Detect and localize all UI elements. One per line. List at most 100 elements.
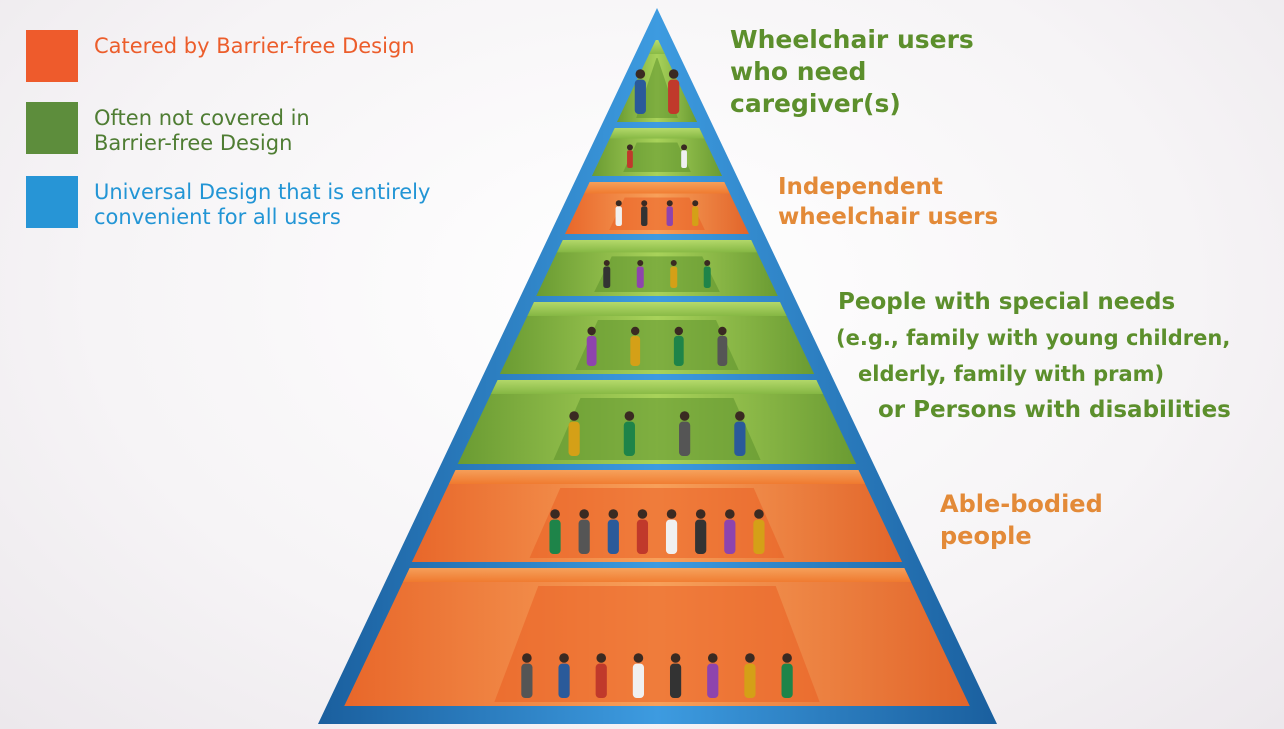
pyramid-tier-ledge [649,40,665,54]
person-icon [670,266,678,288]
legend-label-universal: Universal Design that is entirely conven… [94,180,431,229]
pyramid-tier-ledge [527,302,787,316]
person-icon-head [579,509,589,519]
person-icon [717,335,728,366]
person-icon [744,663,756,698]
legend-label-not-covered: Often not covered in Barrier-free Design [94,106,310,155]
legend-swatch-green [26,102,78,154]
person-icon [668,79,680,114]
person-icon-head [637,509,648,519]
person-icon [568,421,580,456]
person-icon [734,421,746,456]
legend-swatch-orange [26,30,78,82]
person-icon [595,663,607,698]
person-icon [673,335,684,366]
person-icon-head [725,509,735,519]
person-icon [521,663,533,698]
person-icon [781,663,793,698]
label-line: Able-bodied [940,490,1103,518]
person-icon [641,206,648,226]
person-icon [665,519,678,554]
person-icon [615,206,622,226]
person-icon-head [707,653,718,663]
person-icon [549,519,561,554]
legend-item-barrier-free: Catered by Barrier-free Design [26,30,496,82]
person-icon [724,519,736,554]
label-able-bodied: Able-bodied people [940,488,1103,552]
pyramid-tier-ledge [556,240,758,253]
tier-stage-panel [494,586,820,702]
person-icon [636,519,649,554]
person-icon [623,421,635,456]
person-icon [692,206,699,226]
label-line: Independent [778,174,943,200]
person-icon-head [670,653,681,663]
person-icon-head [692,200,699,207]
person-icon-head [615,200,622,207]
label-line: or Persons with disabilities [878,397,1231,423]
person-icon-head [704,260,711,267]
label-line: People with special needs [838,289,1176,315]
person-icon-head [608,509,619,519]
person-icon [607,519,619,554]
person-icon-head [624,411,635,421]
person-icon-head [718,326,727,336]
person-icon [703,266,711,288]
person-icon-head [782,653,792,663]
pyramid-tiers [318,8,997,724]
person-icon-head [637,260,644,267]
person-icon-head [681,144,688,151]
person-icon [558,663,570,698]
pyramid-tier-ledge [609,128,705,139]
tier-stage-panel [529,488,785,558]
pyramid-tier-ledge [490,380,824,394]
person-icon-head [550,509,560,519]
tier-stage-panel [623,142,691,172]
person-icon [666,206,673,226]
label-independent-wheelchair: Independent wheelchair users [778,172,998,232]
tier-stage-panel [609,197,705,230]
label-line: caregiver(s) [730,89,901,118]
person-icon-head [641,200,648,207]
person-icon-head [754,509,764,519]
label-special-needs: People with special needs (e.g., family … [836,284,1231,428]
tier-stage-panel [553,398,761,460]
person-icon [586,335,597,366]
person-icon-head [596,653,607,663]
person-icon-head [626,144,633,151]
legend-swatch-blue [26,176,78,228]
person-icon-head [633,653,644,663]
person-icon [669,663,682,698]
label-line: (e.g., family with young children, [836,326,1231,350]
person-icon [627,150,633,168]
person-icon [636,266,644,288]
person-icon [603,266,611,288]
label-line: wheelchair users [778,204,999,230]
person-icon-head [559,653,569,663]
pyramid-tier-ledge [448,470,866,484]
person-icon-head [631,326,640,336]
person-icon-head [745,653,755,663]
person-icon-head [603,260,610,267]
person-icon [695,519,707,554]
legend-item-universal: Universal Design that is entirely conven… [26,176,496,230]
pyramid-tier-ledge [584,182,730,194]
person-icon-head [674,326,683,336]
label-line: Wheelchair users [730,25,974,54]
person-icon [578,519,590,554]
person-icon-head [587,326,596,336]
person-icon-head [666,509,677,519]
person-icon-head [670,260,677,267]
label-line: people [940,522,1032,550]
person-icon [681,150,687,168]
label-wheelchair-caregiver: Wheelchair users who need caregiver(s) [730,24,974,120]
person-icon [630,335,641,366]
person-icon-head [666,200,673,207]
label-line: who need [730,57,867,86]
label-line: elderly, family with pram) [858,362,1165,386]
person-icon [707,663,719,698]
person-icon [634,79,646,114]
tier-stage-panel [594,256,720,292]
person-icon-head [635,69,646,79]
